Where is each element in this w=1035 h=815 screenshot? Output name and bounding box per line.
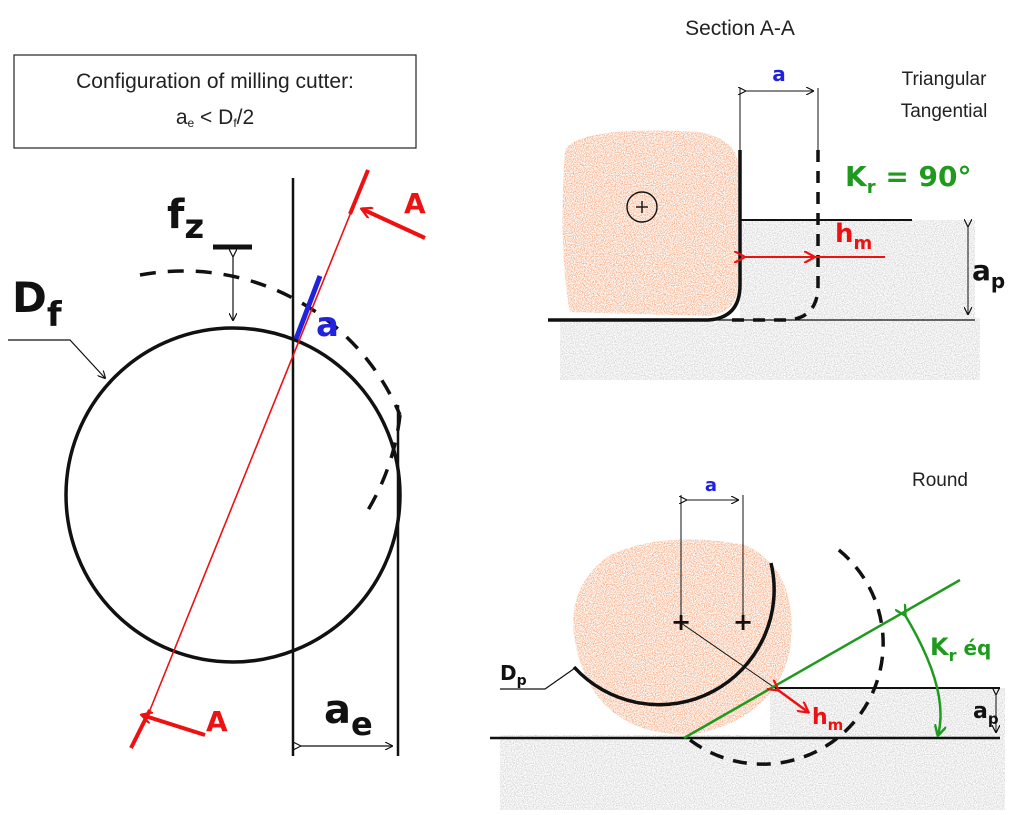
config-line2: ae < Df/2	[176, 106, 254, 130]
tri-ap-label: ap	[972, 254, 1005, 293]
a-label-left: a	[316, 305, 339, 345]
section-arrow-bottom	[142, 715, 206, 737]
section-label-bottom: A	[206, 705, 228, 738]
df-label: Df	[12, 273, 63, 335]
tri-kr-label: Kr = 90°	[845, 160, 972, 198]
tri-hm-label: hm	[835, 219, 872, 254]
tri-tool	[562, 130, 739, 316]
round-hm-dimension	[778, 690, 808, 712]
dashed-feed-arc	[139, 269, 402, 416]
fz-label: fz	[167, 192, 204, 247]
left-view: fz Df a ae A A	[8, 169, 426, 756]
round-centre-2: +	[733, 608, 753, 636]
section-label-top: A	[404, 187, 426, 220]
config-line1: Configuration of milling cutter:	[76, 70, 354, 93]
round-a-label: a	[705, 475, 717, 496]
round-kr-arc	[905, 615, 941, 735]
tri-title-line2: Tangential	[901, 101, 988, 122]
tri-centre-mark	[626, 191, 658, 223]
round-tool	[573, 539, 792, 735]
tri-title-line1: Triangular	[902, 69, 988, 90]
round-centre-1: +	[671, 608, 691, 636]
round-offset-edge	[688, 545, 885, 766]
ae-label: ae	[324, 687, 373, 743]
round-kr-label: Kr éq	[930, 633, 991, 665]
section-line	[149, 169, 369, 711]
tri-offset-edge	[730, 150, 820, 322]
round-workpiece	[500, 688, 1005, 810]
round-view: Round + + a	[490, 470, 1005, 810]
tri-workpiece	[560, 220, 980, 380]
triangular-view: a hm ap Kr = 90° Triangular Tangential	[548, 62, 1005, 380]
round-hm-label: hm	[812, 705, 843, 734]
round-dp-label: Dp	[500, 661, 527, 689]
round-dp-leader	[500, 667, 576, 690]
round-ap-label: ap	[973, 699, 999, 728]
cutter-circle	[64, 326, 402, 664]
section-arrow-top	[362, 209, 426, 240]
tri-a-label: a	[772, 62, 786, 86]
df-leader	[8, 339, 105, 378]
a-segment	[293, 275, 323, 340]
round-title: Round	[912, 470, 968, 491]
section-title: Section A-A	[685, 17, 795, 40]
config-box: Configuration of milling cutter: ae < Df…	[13, 54, 417, 149]
round-insert-edge	[572, 562, 776, 707]
